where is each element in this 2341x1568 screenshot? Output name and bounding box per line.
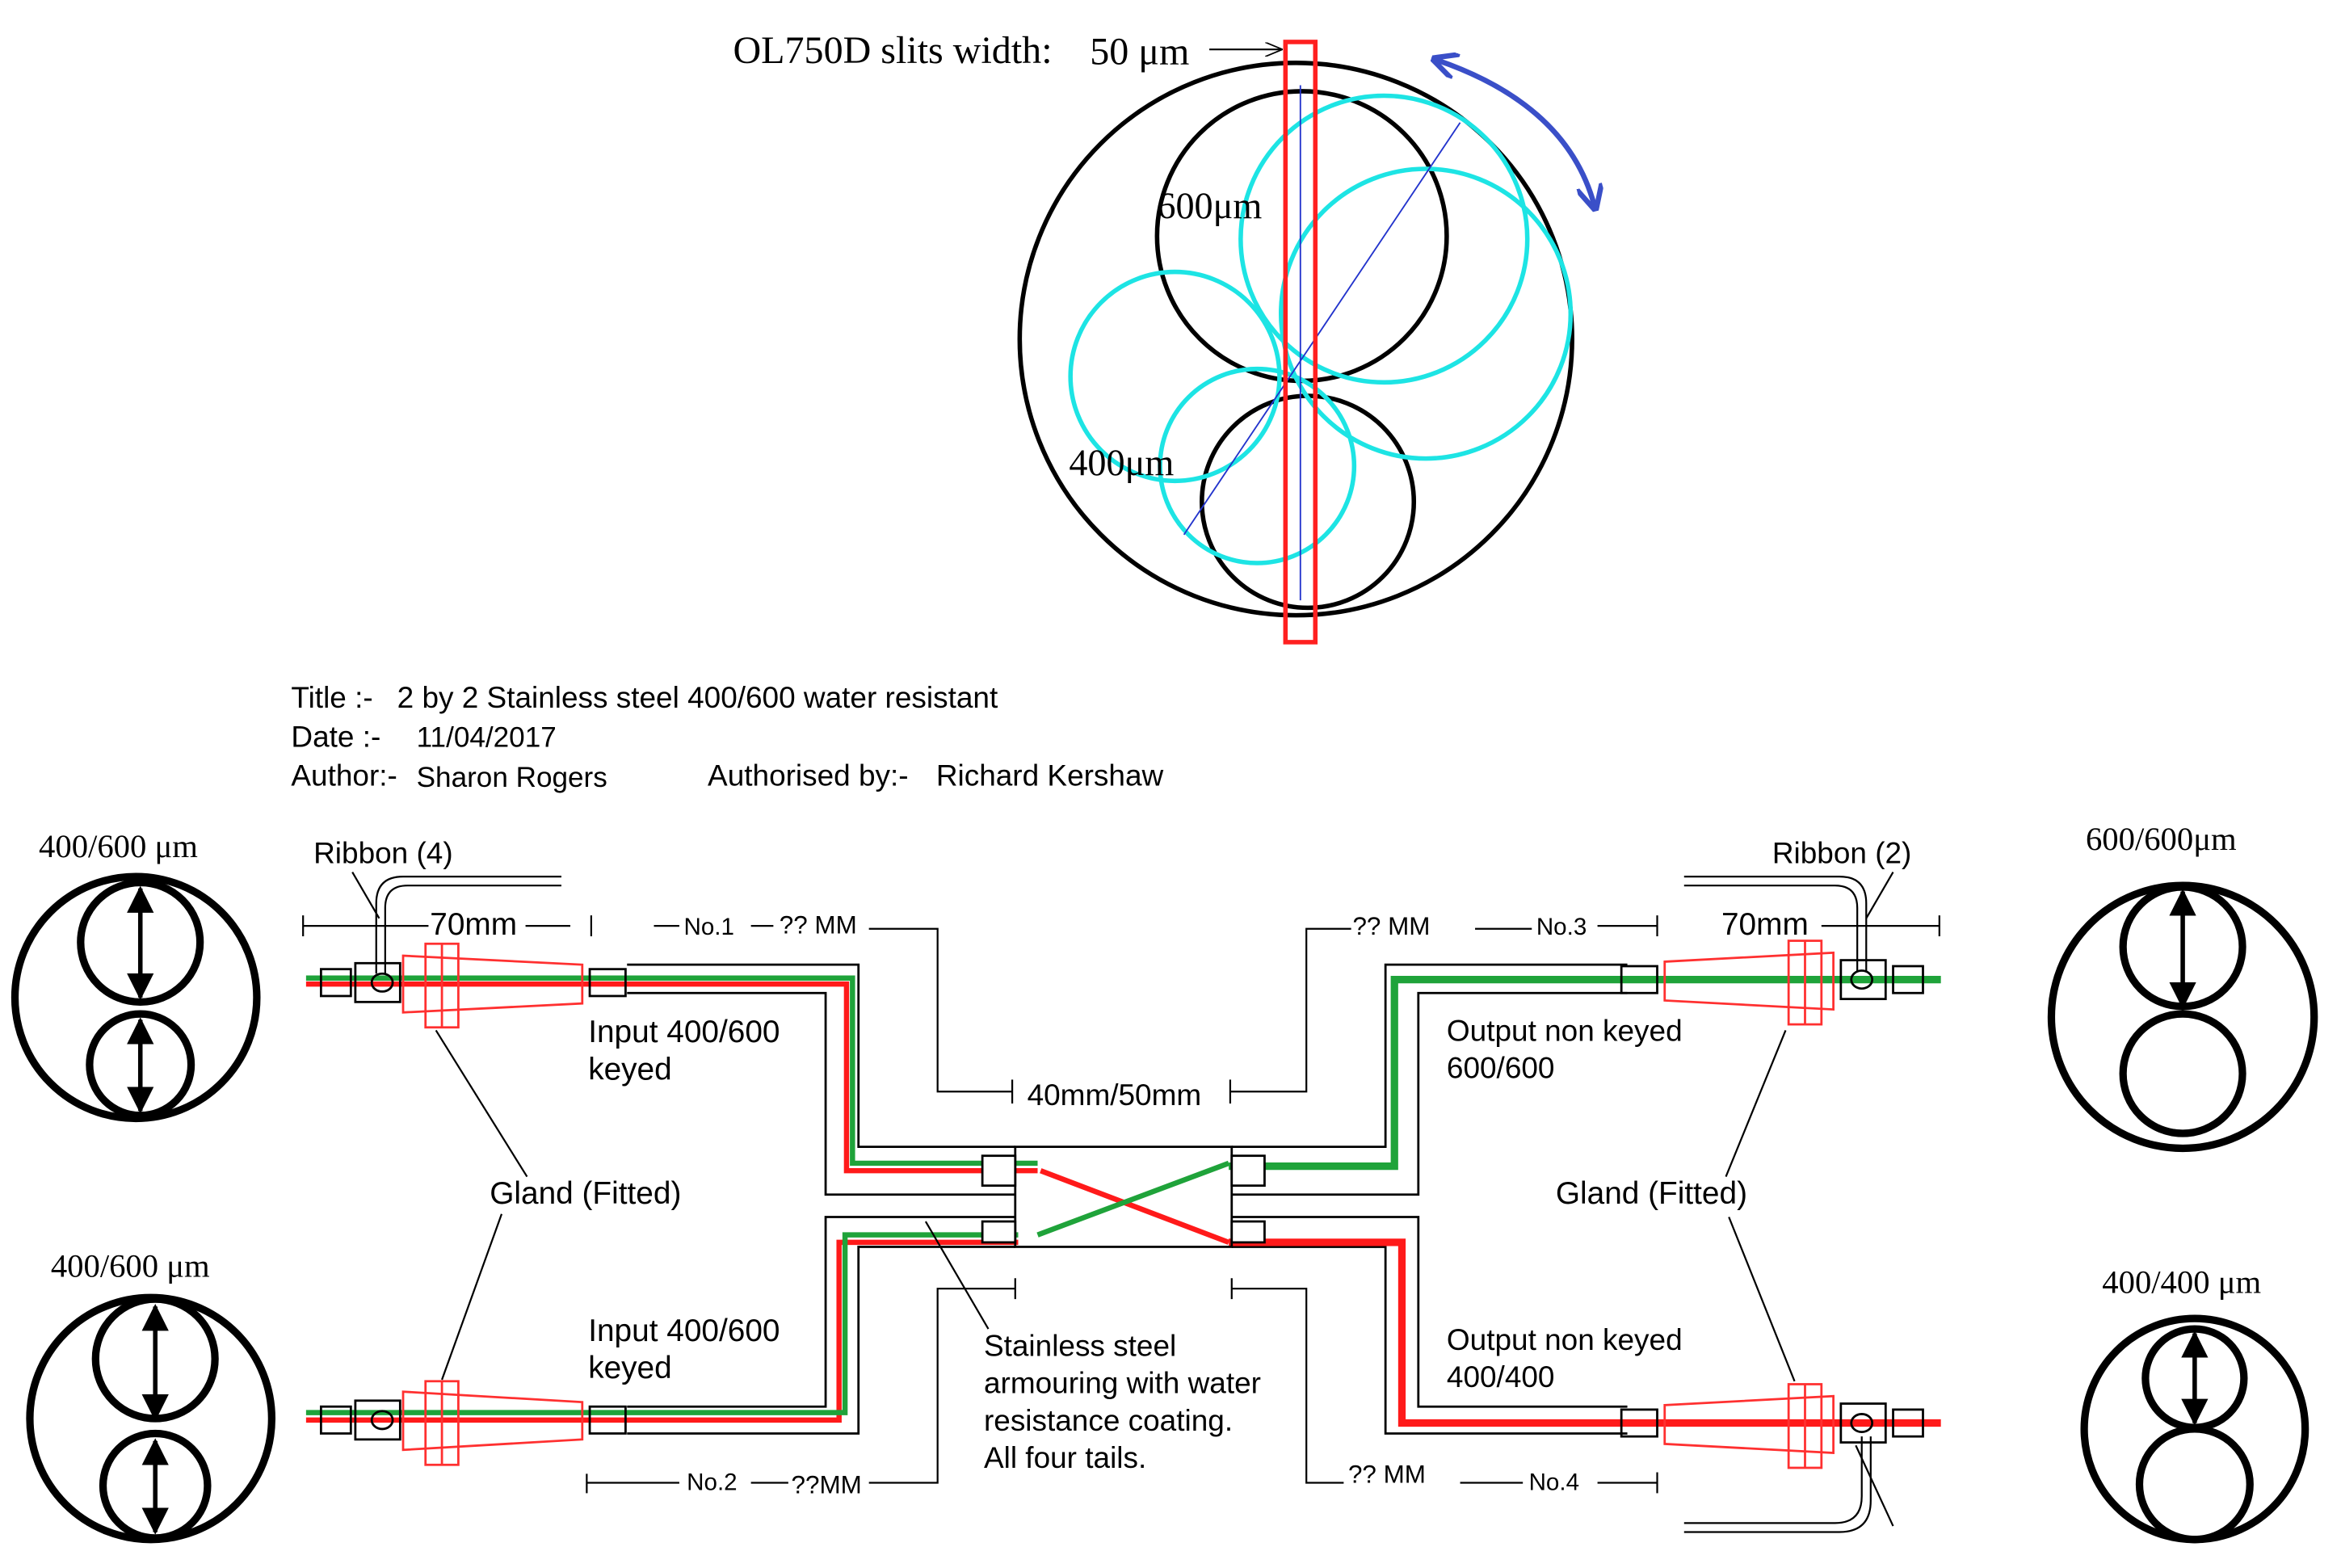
slit-width-value: 50 μm	[1090, 31, 1189, 74]
tail-no1-label: No.1	[683, 914, 733, 940]
tail-no3-length: ?? MM	[1352, 912, 1430, 940]
dimension-lines	[302, 871, 1940, 1527]
input-bottom-label-line2: keyed	[588, 1351, 672, 1385]
title-label: Title :-	[291, 681, 372, 714]
armour-note-line4: All four tails.	[984, 1441, 1146, 1474]
fibre-cross-red	[1040, 1168, 1230, 1245]
author-label: Author:-	[291, 759, 397, 792]
core-400-label: 400μm	[1069, 442, 1174, 483]
tail-no4-label: No.4	[1529, 1469, 1579, 1496]
fibre-input-top-green	[305, 975, 1038, 1167]
fibre-input-top-red	[305, 981, 1038, 1174]
input-top-label-line2: keyed	[588, 1052, 672, 1087]
ribbon-right-label: Ribbon (2)	[1772, 836, 1912, 869]
tail-no1-length: ?? MM	[780, 910, 857, 939]
connector-input-top	[319, 942, 627, 1029]
fibre-input-bottom-red	[305, 1239, 1019, 1423]
input-top-label-line1: Input 400/600	[588, 1015, 780, 1049]
fibre-end-label: 400/600 μm	[39, 828, 198, 864]
gland-right-length-label: 70mm	[1721, 907, 1809, 942]
author-value: Sharon Rogers	[417, 762, 607, 793]
output-bottom-label-line2: 400/400	[1447, 1360, 1555, 1394]
leader-gland-right-bottom	[1728, 1217, 1796, 1382]
leader-ribbon-right	[1865, 871, 1894, 919]
coupler-length-label: 40mm/50mm	[1028, 1078, 1202, 1112]
ribbon-left-label: Ribbon (4)	[313, 836, 453, 869]
rotated-core-cyan-4	[1158, 366, 1357, 565]
fibre-end-label: 400/600 μm	[51, 1247, 210, 1284]
slit-width-label: OL750D slits width:	[733, 29, 1052, 72]
fibre-end-label: 600/600μm	[2086, 821, 2237, 857]
output-top-label-line1: Output non keyed	[1447, 1014, 1683, 1047]
rotated-core-cyan-1	[1238, 93, 1530, 385]
fibre-end-input-bottom: 400/600 μm	[26, 1247, 275, 1544]
fibre-end-output-top: 600/600μm	[2047, 821, 2318, 1153]
bundle-outer-circle	[1017, 61, 1574, 618]
gland-left-length-label: 70mm	[430, 907, 517, 942]
tail-no2-label: No.2	[687, 1469, 737, 1496]
armour-note-line2: armouring with water	[984, 1367, 1261, 1400]
ribbon-bottom-right	[1683, 1436, 1872, 1533]
date-label: Date :-	[291, 720, 380, 753]
connector-input-bottom	[319, 1380, 627, 1466]
title-value: 2 by 2 Stainless steel 400/600 water res…	[397, 681, 998, 714]
slit-end-face-diagram: OL750D slits width: 50 μm 600μm 400μm	[733, 29, 1595, 645]
title-block: Title :- 2 by 2 Stainless steel 400/600 …	[291, 681, 1163, 793]
coupler	[981, 1146, 1266, 1248]
tail-no4-length: ?? MM	[1348, 1460, 1426, 1488]
rotated-core-cyan-2	[1278, 166, 1574, 461]
armoured-tails-outline	[627, 963, 1628, 1435]
rotation-arrow-icon	[1436, 60, 1595, 206]
core-400-circle	[1200, 393, 1417, 611]
fibre-input-bottom-green	[305, 1232, 1019, 1415]
leader-gland-left-bottom	[441, 1213, 503, 1381]
fibre-output-bottom-red	[1229, 1238, 1941, 1427]
armour-note-line1: Stainless steel	[984, 1329, 1176, 1362]
rotation-diameter-line	[1183, 122, 1461, 536]
date-value: 11/04/2017	[417, 721, 557, 753]
gland-right-label: Gland (Fitted)	[1556, 1176, 1747, 1211]
gland-left-label: Gland (Fitted)	[490, 1176, 681, 1211]
ribbon-left	[375, 875, 561, 974]
tail-no2-length: ??MM	[792, 1470, 862, 1499]
tail-no3-label: No.3	[1536, 914, 1587, 940]
armour-note-line3: resistance coating.	[984, 1404, 1233, 1437]
fibre-paths	[305, 975, 1941, 1427]
authorised-label: Authorised by:-	[708, 759, 909, 792]
coupler-body	[1014, 1146, 1234, 1248]
fibre-end-input-top: 400/600 μm	[11, 828, 261, 1123]
core-600-label: 600μm	[1157, 185, 1262, 226]
leader-armour	[924, 1221, 990, 1330]
fibre-end-output-bottom: 400/400 μm	[2080, 1264, 2309, 1544]
fibre-cross-green	[1036, 1160, 1230, 1238]
leader-ribbon-bottom	[1855, 1444, 1894, 1527]
ribbon-right	[1683, 875, 1868, 971]
rotated-core-cyan-3	[1068, 269, 1282, 484]
connector-output-top	[1620, 940, 1924, 1026]
slit-rectangle	[1283, 40, 1318, 645]
leader-ribbon-left	[351, 871, 380, 919]
input-bottom-label-line1: Input 400/600	[588, 1314, 780, 1348]
leader-gland-left-top	[435, 1029, 528, 1178]
fibre-end-label: 400/400 μm	[2102, 1264, 2261, 1301]
assembly-labels: Ribbon (4) Ribbon (2) 70mm 70mm No.1 ?? …	[313, 836, 1911, 1499]
leader-gland-right-top	[1725, 1030, 1787, 1177]
output-top-label-line2: 600/600	[1447, 1052, 1555, 1085]
connector-output-bottom	[1620, 1383, 1924, 1469]
fibre-output-top-green	[1229, 975, 1941, 1171]
authorised-value: Richard Kershaw	[936, 759, 1164, 792]
output-bottom-label-line1: Output non keyed	[1447, 1323, 1683, 1356]
